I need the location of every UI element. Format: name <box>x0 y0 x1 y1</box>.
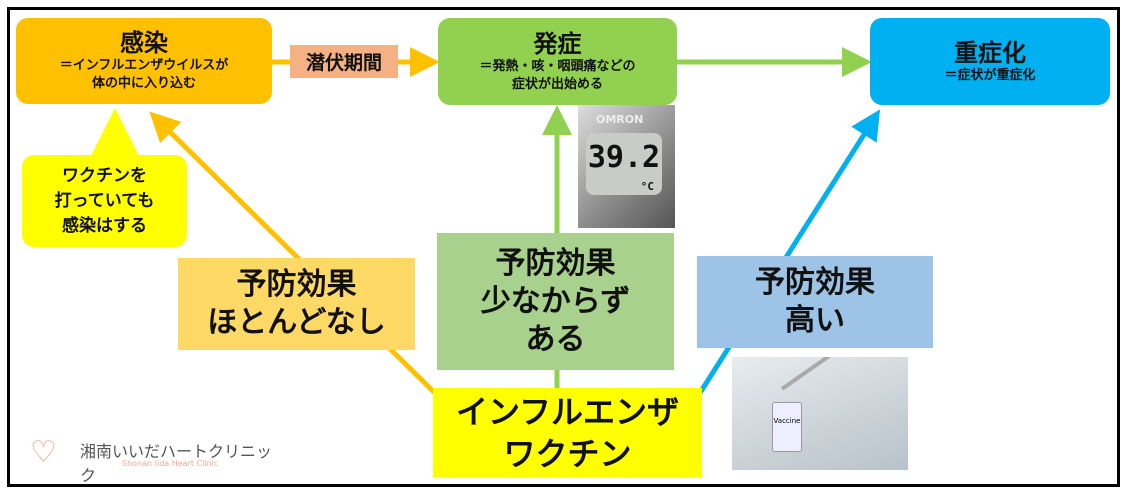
effect-high-line: 予防効果 <box>755 265 875 300</box>
vaccine-box: インフルエンザ ワクチン <box>433 388 702 477</box>
infection-desc-2: 体の中に入り込む <box>91 76 196 91</box>
effect-low-line: 予防効果 <box>236 267 357 302</box>
thermometer-display: 39.2 °C <box>586 133 662 195</box>
onset-desc-1: ＝発熱・咳・咽頭痛などの <box>479 58 636 74</box>
effect-some-line: ある <box>525 321 586 357</box>
effect-high: 予防効果 高い <box>697 256 933 348</box>
stage-infection: 感染 ＝インフルエンザウイルスが 体の中に入り込む <box>16 18 272 104</box>
diagram-frame <box>7 7 1120 487</box>
vaccine-photo: Vaccine <box>732 357 908 470</box>
clinic-name-en: Shonan Iida Heart Clinic <box>122 459 219 468</box>
callout-pointer <box>90 108 140 158</box>
effect-low-line: ほとんどなし <box>207 305 386 340</box>
thermometer-unit: °C <box>640 180 654 193</box>
infection-title: 感染 <box>120 29 168 57</box>
severe-title: 重症化 <box>954 38 1026 67</box>
severe-desc: ＝症状が重症化 <box>944 67 1036 83</box>
vaccine-vial-label: Vaccine <box>772 402 802 452</box>
callout-infection-note: ワクチンを 打っていても 感染はする <box>22 155 187 247</box>
onset-desc-2: 症状が出始める <box>511 76 603 92</box>
syringe <box>780 357 874 391</box>
vaccine-line: インフルエンザ <box>455 392 680 431</box>
onset-title: 発症 <box>533 29 582 58</box>
effect-some: 予防効果 少なからず ある <box>437 233 674 370</box>
callout-line: 感染はする <box>62 215 147 236</box>
thermometer-photo: OMRON 39.2 °C <box>578 105 675 228</box>
effect-low: 予防効果 ほとんどなし <box>178 258 415 350</box>
clinic-name-ja: 湘南いいだハートクリニック <box>80 442 273 485</box>
infection-desc-1: ＝インフルエンザウイルスが <box>59 58 229 73</box>
thermometer-reading: 39.2 <box>587 140 661 175</box>
clinic-logo: ♡ 湘南いいだハートクリニック Shonan Iida Heart Clinic <box>30 432 280 485</box>
callout-line: ワクチンを <box>62 165 147 186</box>
stage-severe: 重症化 ＝症状が重症化 <box>870 18 1110 105</box>
effect-some-line: 少なからず <box>480 283 631 319</box>
callout-line: 打っていても <box>54 190 155 211</box>
stage-onset: 発症 ＝発熱・咳・咽頭痛などの 症状が出始める <box>438 18 677 105</box>
thermometer-brand: OMRON <box>596 113 644 126</box>
latent-period-label: 潜伏期間 <box>290 45 398 78</box>
flamingo-logo-icon: ♡ <box>30 435 57 470</box>
effect-high-line: 高い <box>785 303 845 338</box>
vaccine-line: ワクチン <box>503 434 632 473</box>
effect-some-line: 予防効果 <box>495 245 616 281</box>
